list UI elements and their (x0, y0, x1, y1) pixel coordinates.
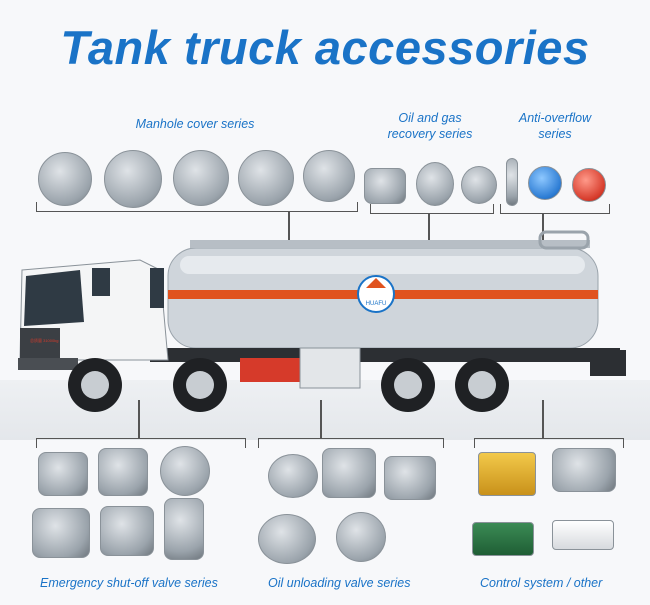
manhole-cover-3 (173, 150, 229, 206)
shutoff-valve-5 (100, 506, 154, 556)
page-title: Tank truck accessories (60, 21, 590, 74)
company-logo-text: HUAFU (366, 301, 387, 307)
unloading-valve-3 (384, 456, 436, 500)
manhole-bracket (36, 202, 358, 212)
control-manifold (478, 452, 536, 496)
oil-gas-label-line1: Oil and gas (398, 111, 462, 125)
unloading-valve-1 (268, 454, 318, 498)
shutoff-valve-2 (98, 448, 148, 496)
overflow-sensor-red (572, 168, 606, 202)
shutoff-valve-1 (38, 452, 88, 496)
shutoff-valve-6 (164, 498, 204, 560)
tank-highlight (180, 256, 585, 274)
manhole-cover-5 (303, 150, 355, 202)
manhole-cover-2 (104, 150, 162, 208)
control-connector (542, 400, 544, 438)
overflow-probe (506, 158, 518, 206)
overflow-bracket (500, 204, 610, 214)
hub-front-1 (81, 371, 109, 399)
unloading-valve-2 (322, 448, 376, 498)
shutoff-connector (138, 400, 140, 438)
oil-gas-recovery-label: Oil and gas recovery series (370, 110, 490, 142)
manhole-cover-label: Manhole cover series (135, 117, 255, 131)
overflow-sensor-blue (528, 166, 562, 200)
unloading-bracket (258, 438, 444, 448)
anti-overflow-label: Anti-overflow series (500, 110, 610, 142)
overflow-connector (542, 214, 544, 248)
shutoff-label: Emergency shut-off valve series (40, 576, 218, 590)
tank-truck-illustration: HUAFU 总质量 31000kg (18, 230, 626, 412)
recovery-valve-2 (416, 162, 454, 206)
manhole-cover-1 (38, 152, 92, 206)
oil-gas-label-line2: recovery series (387, 127, 473, 141)
cab-windshield (24, 270, 84, 326)
control-label: Control system / other (480, 576, 603, 590)
control-box-green (472, 522, 534, 556)
recovery-valve-3 (461, 166, 497, 204)
recovery-connector (428, 214, 430, 248)
cab-door-window (150, 268, 164, 308)
control-bracket (474, 438, 624, 448)
control-bracket-part (552, 448, 616, 492)
control-box-white (552, 520, 614, 550)
unloading-connector (320, 400, 322, 438)
hub-front-2 (186, 371, 214, 399)
cab-bumper (18, 358, 78, 370)
shutoff-valve-4 (32, 508, 90, 558)
recovery-valve-1 (364, 168, 406, 204)
manhole-cover-4 (238, 150, 294, 206)
unloading-cap-2 (336, 512, 386, 562)
unloading-cap-1 (258, 514, 316, 564)
unloading-label: Oil unloading valve series (268, 576, 411, 590)
hub-rear-1 (394, 371, 422, 399)
company-logo (357, 275, 395, 313)
shutoff-bracket (36, 438, 246, 448)
tank-walkway (190, 240, 590, 248)
cab-grille (20, 328, 60, 358)
rear-bumper (590, 350, 626, 376)
cab-side-window (92, 268, 110, 296)
chassis (150, 348, 620, 362)
anti-overflow-label-line1: Anti-overflow (518, 111, 592, 125)
cab-plate-text: 总质量 31000kg (30, 337, 58, 343)
recovery-bracket (370, 204, 494, 214)
tank-rail (538, 230, 590, 250)
shutoff-valve-3 (160, 446, 210, 496)
anti-overflow-label-line2: series (538, 127, 572, 141)
tool-box (299, 347, 361, 389)
hub-rear-2 (468, 371, 496, 399)
manhole-connector (288, 212, 290, 248)
